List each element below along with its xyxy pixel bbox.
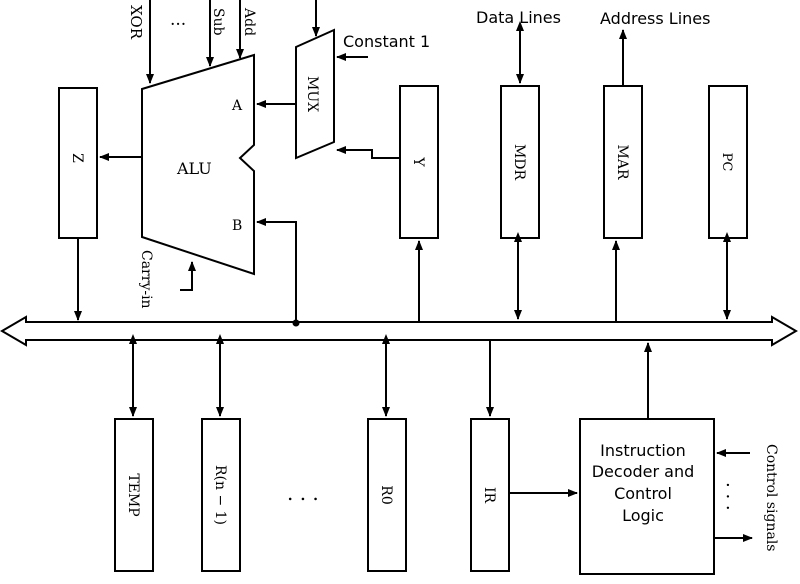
sub-op-label: Sub — [210, 8, 226, 36]
decoder-line-4: Logic — [622, 506, 664, 525]
register-rn1 — [201, 418, 241, 572]
register-rn1-label: R(n − 1) — [212, 465, 228, 525]
register-mdr-label: MDR — [511, 144, 527, 181]
register-r0-label: R0 — [378, 485, 394, 504]
decoder-line-1: Instruction — [600, 441, 686, 460]
constant-label: Constant 1 — [343, 32, 430, 51]
register-pc — [708, 85, 748, 239]
bus-to-alu-b — [256, 218, 297, 322]
register-ir-label: IR — [481, 487, 497, 504]
instruction-decoder-box — [579, 418, 715, 575]
decoder-line-3: Control — [614, 484, 672, 503]
register-temp — [114, 418, 154, 572]
carry-in-label: Carry-in — [138, 250, 154, 309]
register-r0 — [367, 418, 407, 572]
internal-bus — [0, 315, 798, 347]
register-z-label: Z — [69, 153, 85, 163]
ops-ellipsis: ... — [170, 10, 186, 30]
control-signals-label: Control signals — [763, 444, 779, 551]
mux-unit — [295, 28, 335, 160]
register-mar-label: MAR — [614, 145, 630, 180]
register-temp-label: TEMP — [125, 473, 141, 516]
register-y — [399, 85, 439, 239]
y-to-mux — [336, 146, 400, 159]
register-y-label: Y — [410, 156, 426, 167]
add-op-label: Add — [241, 7, 257, 36]
alu-unit — [141, 53, 255, 276]
registers-ellipsis: . . . — [287, 481, 319, 505]
alu-input-a-label: A — [231, 98, 243, 114]
register-mar — [603, 85, 643, 239]
alu-input-b-label: B — [232, 218, 242, 234]
address-lines-label: Address Lines — [600, 9, 710, 28]
decoder-ellipsis: . . . — [722, 482, 743, 511]
alu-label: ALU — [176, 159, 212, 178]
register-pc-label: PC — [719, 153, 734, 172]
bus-junction-dot — [292, 319, 300, 327]
register-z — [58, 87, 98, 239]
xor-op-label: XOR — [127, 5, 145, 40]
mux-label: MUX — [304, 76, 320, 112]
register-ir — [470, 418, 510, 572]
decoder-line-2: Decoder and — [592, 462, 695, 481]
carry-in-line — [180, 261, 196, 291]
data-lines-label: Data Lines — [476, 8, 561, 27]
